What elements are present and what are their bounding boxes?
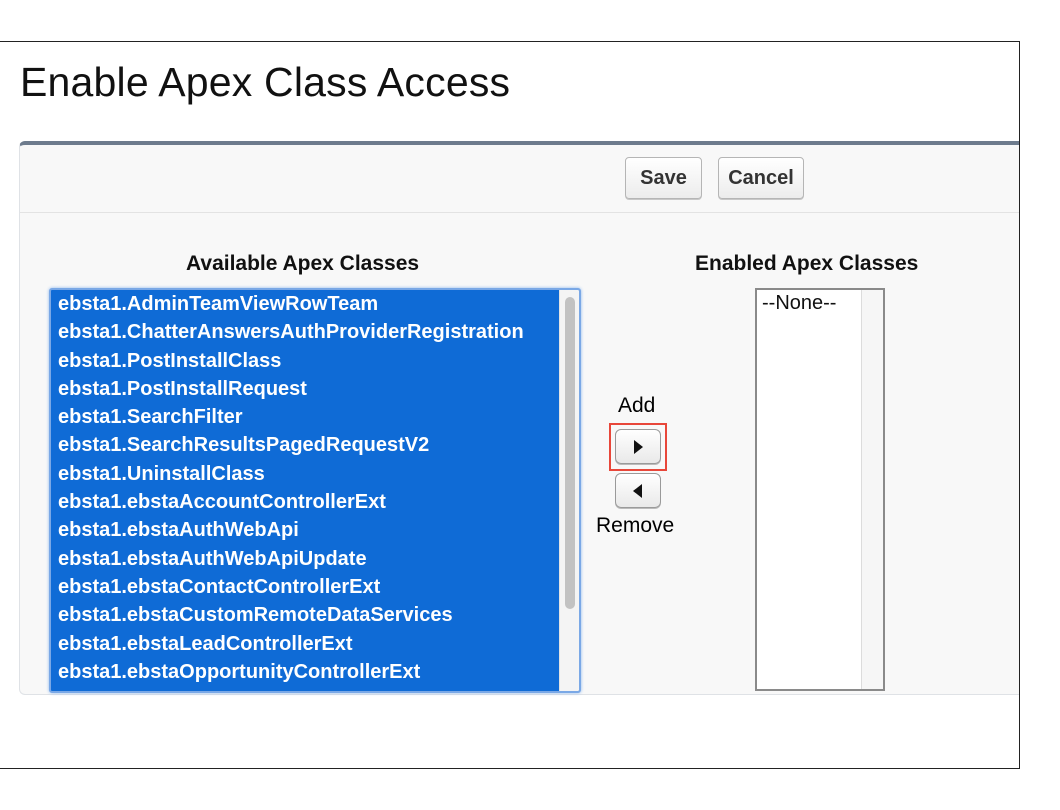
list-item[interactable]: ebsta1.SearchResultsPagedRequestV2 xyxy=(58,434,430,457)
scrollbar-thumb[interactable] xyxy=(565,297,575,609)
apex-access-panel: Save Cancel Available Apex Classes Enabl… xyxy=(19,141,1019,695)
list-item[interactable]: ebsta1.ebstaLeadControllerExt xyxy=(58,632,353,655)
enabled-classes-heading: Enabled Apex Classes xyxy=(695,252,919,275)
enabled-list-scrollbar[interactable] xyxy=(861,290,883,689)
triangle-right-icon xyxy=(634,439,643,454)
available-list-scrollbar[interactable] xyxy=(559,290,579,691)
triangle-left-icon xyxy=(633,483,642,498)
list-item[interactable]: ebsta1.ebstaAuthWebApi xyxy=(58,519,299,542)
available-classes-listbox[interactable]: ebsta1.AdminTeamViewRowTeam ebsta1.Chatt… xyxy=(49,288,581,693)
list-item[interactable]: ebsta1.ebstaCustomRemoteDataServices xyxy=(58,604,453,627)
remove-label: Remove xyxy=(596,514,675,537)
list-item[interactable]: ebsta1.ebstaContactControllerExt xyxy=(58,575,381,598)
add-button-highlight xyxy=(609,423,667,471)
list-item[interactable]: ebsta1.SearchFilter xyxy=(58,406,243,429)
list-item[interactable]: ebsta1.PostInstallRequest xyxy=(58,377,307,400)
save-button[interactable]: Save xyxy=(625,157,702,199)
list-item[interactable]: --None-- xyxy=(762,292,837,314)
list-item[interactable]: ebsta1.ebstaAccountControllerExt xyxy=(58,491,386,514)
list-item[interactable]: ebsta1.ebstaAuthWebApiUpdate xyxy=(58,547,367,570)
page-title: Enable Apex Class Access xyxy=(20,59,511,105)
list-item[interactable]: ebsta1.ebstaOpportunityControllerExt xyxy=(58,660,421,683)
enabled-classes-listbox[interactable]: --None-- xyxy=(755,288,885,691)
button-toolbar: Save Cancel xyxy=(20,145,1019,213)
list-item[interactable]: ebsta1.AdminTeamViewRowTeam xyxy=(58,293,379,315)
list-item[interactable]: ebsta1.UninstallClass xyxy=(58,462,265,485)
add-button[interactable] xyxy=(615,429,661,464)
list-item[interactable]: ebsta1.ChatterAnswersAuthProviderRegistr… xyxy=(58,321,524,344)
available-classes-heading: Available Apex Classes xyxy=(186,252,420,275)
remove-button[interactable] xyxy=(615,473,661,508)
list-item[interactable]: ebsta1.PostInstallClass xyxy=(58,349,282,372)
cancel-button[interactable]: Cancel xyxy=(718,157,804,199)
add-label: Add xyxy=(618,394,656,417)
